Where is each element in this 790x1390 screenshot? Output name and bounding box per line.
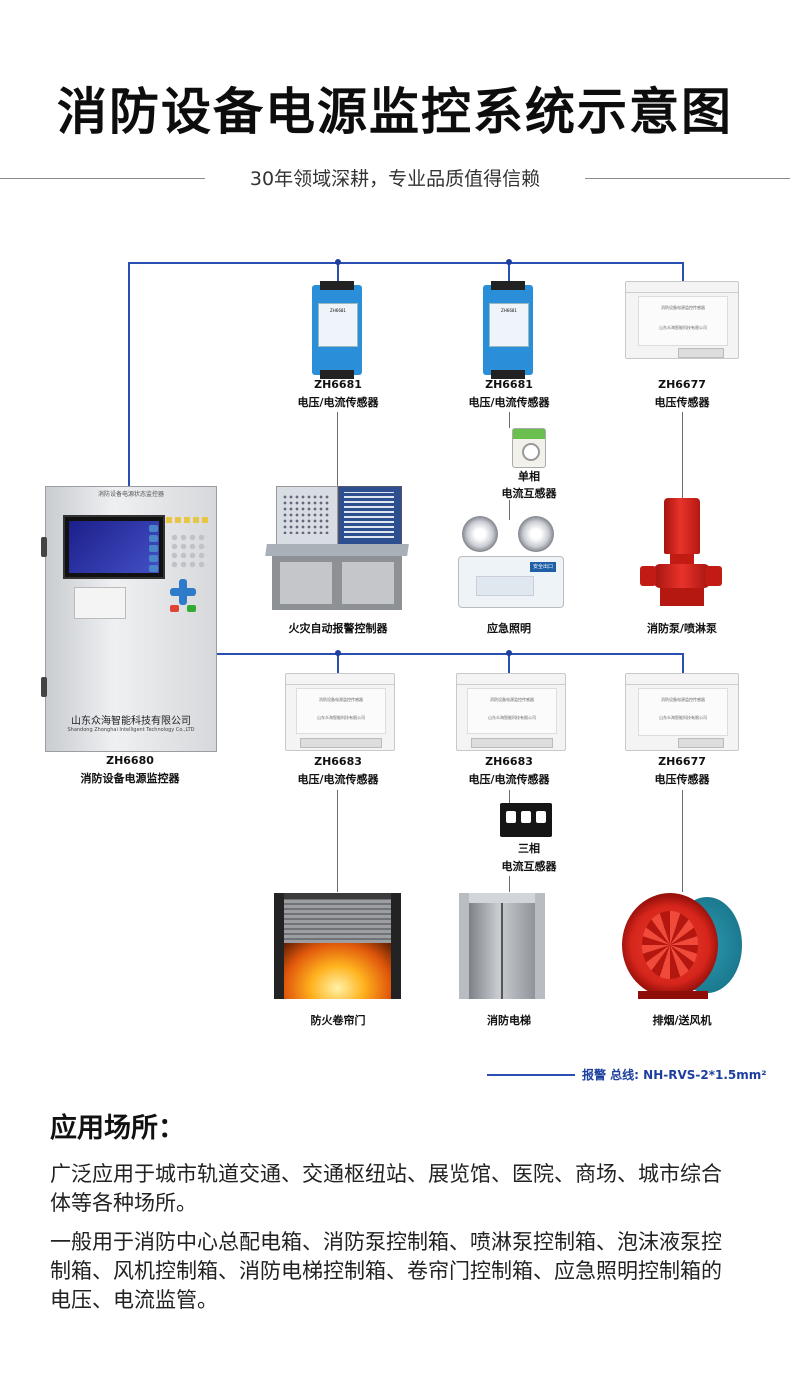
bus-line-controller-up xyxy=(128,262,130,488)
top-sensor-3-name: 电压传感器 xyxy=(654,396,710,409)
controller-hinge xyxy=(41,677,47,697)
legend-line xyxy=(487,1074,575,1076)
subtitle-divider-right xyxy=(585,178,790,179)
controller-red-button xyxy=(170,605,179,612)
controller-keypad xyxy=(170,533,208,569)
three-ct-line1: 三相 xyxy=(518,842,540,855)
subtitle-text: 30年领域深耕，专业品质值得信赖 xyxy=(237,168,553,190)
bottom-sensor-1-model: ZH6683 xyxy=(314,755,362,768)
bus-node xyxy=(335,650,341,656)
controller-brand-cn: 山东众海智能科技有限公司 xyxy=(71,716,191,727)
fire-shutter-door-image xyxy=(274,893,401,999)
sensor-zh6681-top-2: ZH6681 xyxy=(477,281,539,379)
fire-alarm-controller-image xyxy=(265,486,409,614)
top-sensor-1-model: ZH6681 xyxy=(314,378,362,391)
controller-side-buttons xyxy=(149,525,158,572)
bus-drop-bottom-1 xyxy=(337,653,339,673)
top-sensor-2-model: ZH6681 xyxy=(485,378,533,391)
device-exhaust-fan-label: 排烟/送风机 xyxy=(652,1014,712,1027)
device-fire-pump-label: 消防泵/喷淋泵 xyxy=(646,622,718,635)
branch-line xyxy=(509,790,510,804)
fire-pump-image xyxy=(640,498,722,610)
bus-node xyxy=(335,259,341,265)
branch-line xyxy=(509,500,510,520)
controller-screen-display xyxy=(69,521,159,573)
single-ct-line2: 电流互感器 xyxy=(501,487,557,500)
bus-drop-top-3 xyxy=(682,262,684,282)
branch-line xyxy=(682,412,683,500)
bottom-sensor-3-name: 电压传感器 xyxy=(654,773,710,786)
branch-line xyxy=(509,412,510,428)
fire-elevator-image xyxy=(459,893,545,999)
controller-hinge xyxy=(41,537,47,557)
sensor-zh6683-bottom-1: 消防设备电源监控传感器 山东众海智能科技有限公司 xyxy=(285,673,395,751)
sensor-zh6683-bottom-2: 消防设备电源监控传感器 山东众海智能科技有限公司 xyxy=(456,673,566,751)
exhaust-fan-image xyxy=(618,893,748,1005)
application-paragraph-1: 广泛应用于城市轨道交通、交通枢纽站、展览馆、医院、商场、城市综合体等各种场所。 xyxy=(50,1162,722,1215)
top-sensor-1-name: 电压/电流传感器 xyxy=(297,396,379,409)
top-sensor-3-model: ZH6677 xyxy=(658,378,706,391)
application-paragraph-2: 一般用于消防中心总配电箱、消防泵控制箱、喷淋泵控制箱、泡沫液泵控制箱、风机控制箱… xyxy=(50,1230,722,1312)
bus-drop-bottom-3 xyxy=(682,653,684,673)
bus-line-bottom xyxy=(215,653,683,655)
emergency-light-image: 安全出口 xyxy=(456,516,566,608)
bottom-sensor-2-name: 电压/电流传感器 xyxy=(468,773,550,786)
top-sensor-2-name: 电压/电流传感器 xyxy=(468,396,550,409)
controller-cabinet: 消防设备电源状态监控器 山东众海智能科技有限公司 Shandong Zhongh… xyxy=(41,486,217,752)
branch-line xyxy=(337,412,338,486)
page-title: 消防设备电源监控系统示意图 xyxy=(57,83,733,141)
controller-indicator-leds xyxy=(166,517,210,523)
controller-brand-en: Shandong Zhonghai Intelligent Technology… xyxy=(67,727,195,733)
bus-line-top xyxy=(128,262,683,264)
bus-node xyxy=(506,650,512,656)
three-phase-ct-icon xyxy=(500,803,552,837)
device-fire-shutter-label: 防火卷帘门 xyxy=(310,1014,366,1027)
bus-node xyxy=(506,259,512,265)
controller-dpad xyxy=(170,579,196,605)
bus-drop-top-2 xyxy=(508,262,510,288)
sensor-zh6681-top-1: ZH6681 xyxy=(306,281,368,379)
sensor-zh6677-bottom: 消防设备电源监控传感器 山东众海智能科技有限公司 xyxy=(625,673,739,751)
bottom-sensor-1-name: 电压/电流传感器 xyxy=(297,773,379,786)
controller-model: ZH6680 xyxy=(106,754,154,767)
branch-line xyxy=(509,876,510,892)
three-ct-line2: 电流互感器 xyxy=(501,860,557,873)
bus-drop-bottom-2 xyxy=(508,653,510,673)
device-fire-alarm-label: 火灾自动报警控制器 xyxy=(288,622,388,635)
device-emergency-light-label: 应急照明 xyxy=(487,622,531,635)
controller-screen xyxy=(63,515,165,579)
controller-printer xyxy=(74,587,126,619)
controller-name: 消防设备电源监控器 xyxy=(80,772,180,785)
controller-panel-title: 消防设备电源状态监控器 xyxy=(97,491,164,498)
bottom-sensor-2-model: ZH6683 xyxy=(485,755,533,768)
single-phase-ct-icon xyxy=(512,428,546,468)
legend-text: 报警 总线: NH-RVS-2*1.5mm² xyxy=(582,1068,767,1082)
application-heading: 应用场所： xyxy=(50,1113,185,1144)
controller-green-button xyxy=(187,605,196,612)
single-ct-line1: 单相 xyxy=(518,470,540,483)
bottom-sensor-3-model: ZH6677 xyxy=(658,755,706,768)
subtitle-divider-left xyxy=(0,178,205,179)
sensor-zh6677-top: 消防设备电源监控传感器 山东众海智能科技有限公司 xyxy=(625,281,739,359)
branch-line xyxy=(682,790,683,892)
bus-drop-top-1 xyxy=(337,262,339,288)
subtitle: 30年领域深耕，专业品质值得信赖 xyxy=(0,164,790,191)
device-fire-elevator-label: 消防电梯 xyxy=(487,1014,531,1027)
branch-line xyxy=(337,790,338,892)
